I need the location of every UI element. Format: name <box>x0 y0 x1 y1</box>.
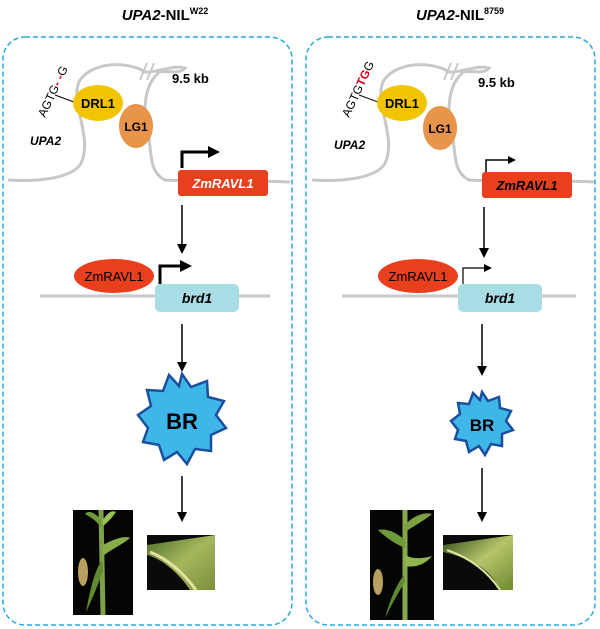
arrowhead <box>477 512 487 522</box>
svg-text:AGTGTGG: AGTGTGG <box>339 59 377 119</box>
transcription-arrow-weak <box>485 159 510 174</box>
arrowhead <box>177 512 187 522</box>
lg1-label: LG1 <box>428 122 452 136</box>
brd1-transcription-arrow <box>462 267 485 284</box>
panel-8759: UPA2-NIL8759 AGTGTGG UPA2 DRL1 LG1 9.5 k… <box>305 6 596 626</box>
plant-photo <box>73 509 133 616</box>
svg-text:AGTG- -G: AGTG- -G <box>35 64 71 119</box>
leaf-angle-photo <box>443 535 513 591</box>
upa2-sequence: AGTGTGG <box>339 59 377 119</box>
panel-title: UPA2-NILW22 <box>122 6 209 24</box>
dna-loop <box>311 63 595 184</box>
lg1-label: LG1 <box>124 120 148 134</box>
zmravl1-gene-label: ZmRAVL1 <box>191 176 253 191</box>
dna-break-mark <box>450 62 459 81</box>
panel-w22: UPA2-NILW22 AGTG- -G UPA2 DRL1 LG1 9.5 k… <box>2 6 293 626</box>
distance-label: 9.5 kb <box>172 71 209 86</box>
zmravl1-protein-label: ZmRAVL1 <box>85 269 144 284</box>
lg1-protein <box>423 106 457 150</box>
arrowhead <box>177 244 187 254</box>
brd1-label: brd1 <box>485 290 516 306</box>
drl1-label: DRL1 <box>385 96 419 111</box>
br-hormone: BR <box>449 388 516 458</box>
zmravl1-protein-label: ZmRAVL1 <box>389 269 448 284</box>
distance-label: 9.5 kb <box>478 75 515 90</box>
upa2-label: UPA2 <box>334 138 365 152</box>
plant-photo <box>370 510 434 620</box>
panel-border <box>305 36 596 626</box>
arrowhead <box>479 248 489 258</box>
br-label: BR <box>470 416 495 435</box>
dna-break-mark <box>443 62 452 81</box>
brd1-transcription-arrow <box>158 264 182 284</box>
dna-break-mark <box>146 62 155 81</box>
brd1-arrowhead <box>484 264 492 272</box>
drl1-protein <box>377 85 427 121</box>
transcription-arrow-strong <box>180 150 210 168</box>
zmravl1-protein <box>378 259 458 293</box>
lg1-protein <box>119 104 153 148</box>
panel-border <box>2 36 293 626</box>
arrowhead <box>177 362 187 372</box>
brd1-arrowhead <box>180 260 192 272</box>
dna-break-mark <box>139 62 148 81</box>
brd1-gene <box>155 284 239 312</box>
leaf-angle-photo <box>147 535 215 591</box>
panel-title: UPA2-NIL8759 <box>416 6 504 24</box>
arrowhead <box>477 366 487 376</box>
zmravl1-gene-label: ZmRAVL1 <box>495 178 557 193</box>
transcription-arrowhead <box>508 156 516 164</box>
brd1-gene <box>458 284 542 312</box>
zmravl1-protein <box>74 259 154 293</box>
drl1-label: DRL1 <box>81 96 115 111</box>
zmravl1-gene <box>178 170 268 196</box>
upa2-label: UPA2 <box>30 134 61 148</box>
br-hormone: BR <box>136 371 228 467</box>
br-label: BR <box>166 409 198 434</box>
drl1-protein <box>73 85 123 121</box>
upa2-sequence: AGTG- -G <box>35 64 71 119</box>
transcription-arrowhead <box>208 146 220 158</box>
zmravl1-gene <box>482 172 572 198</box>
brd1-label: brd1 <box>182 290 213 306</box>
dna-loop <box>7 63 291 184</box>
